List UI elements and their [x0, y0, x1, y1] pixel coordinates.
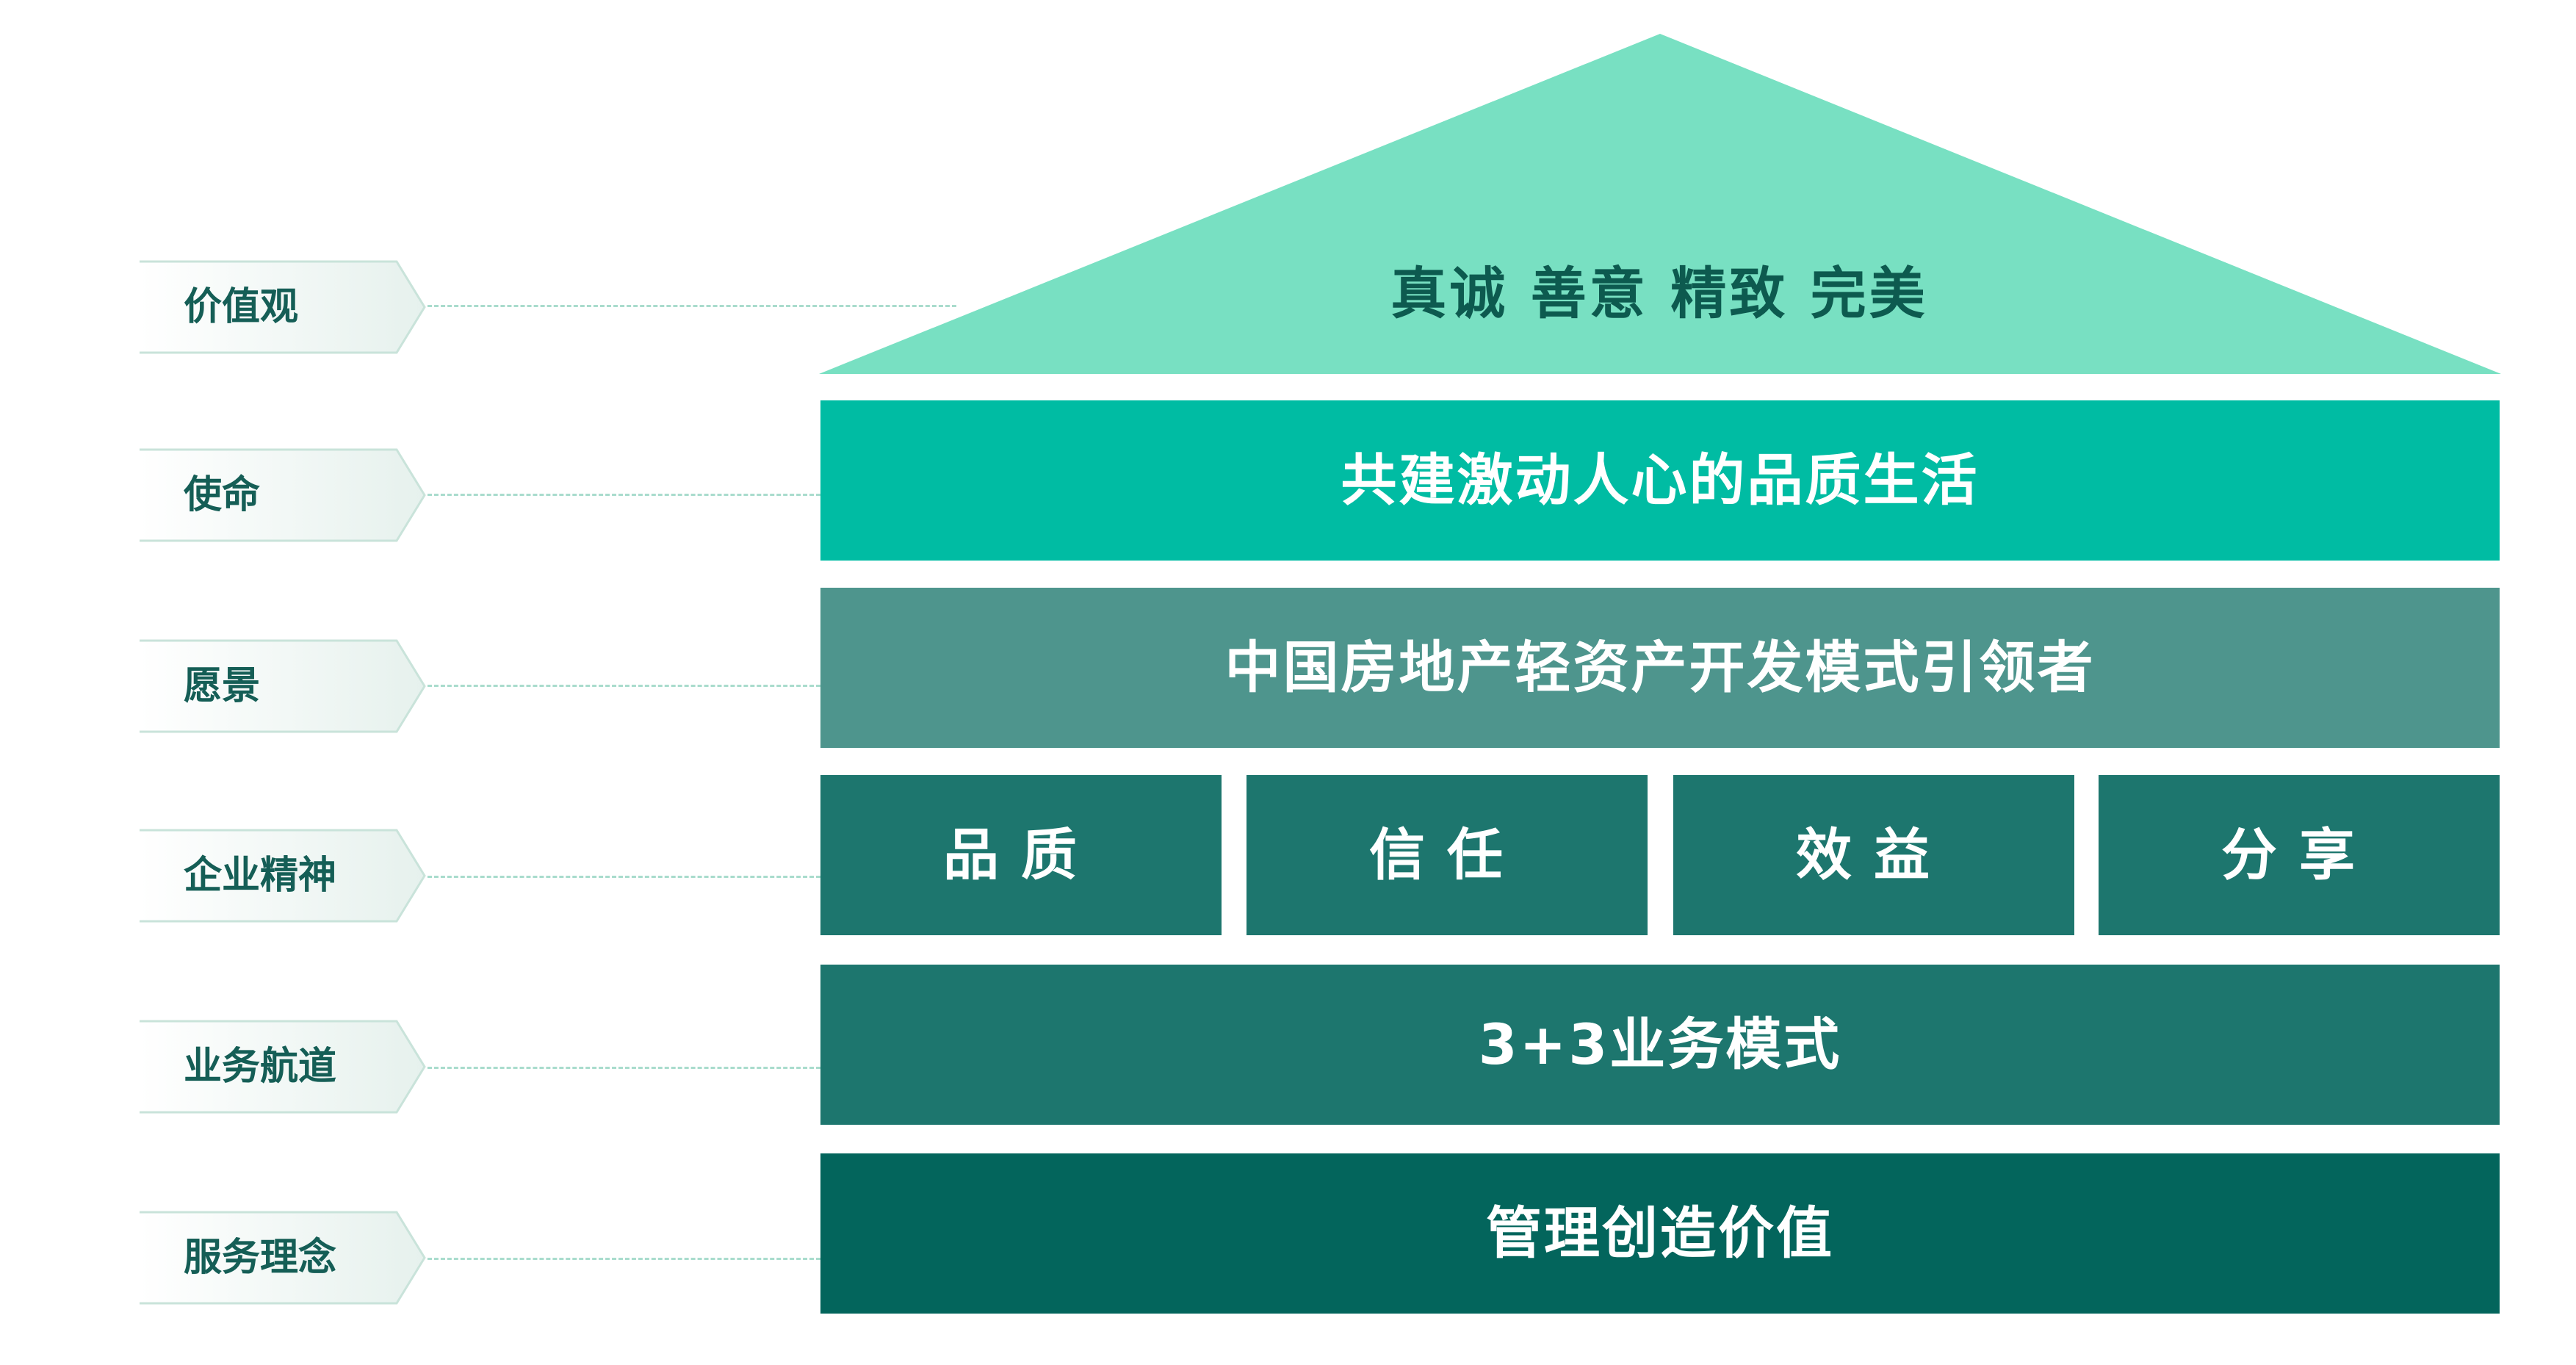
label-text: 使命 — [184, 473, 261, 517]
label-text: 愿景 — [184, 664, 261, 708]
label-text: 企业精神 — [184, 854, 337, 898]
label-text: 服务理念 — [184, 1236, 337, 1280]
connector-line — [427, 494, 820, 496]
label-tag-shape — [140, 1020, 426, 1114]
mission-bar: 共建激动人心的品质生活 — [820, 400, 2500, 561]
label-tag-shape — [140, 1211, 426, 1305]
label-text: 业务航道 — [184, 1045, 337, 1089]
label-service: 服务理念 — [140, 1211, 426, 1305]
label-vision: 愿景 — [140, 639, 426, 733]
connector-line — [427, 1067, 820, 1069]
roof-values-text: 真诚 善意 精致 完美 — [1390, 261, 1928, 326]
service-bar: 管理创造价值 — [820, 1153, 2500, 1314]
label-spirit: 企业精神 — [140, 829, 426, 923]
label-tag-shape — [140, 448, 426, 542]
pillar-trust: 信任 — [1246, 775, 1648, 935]
connector-line — [427, 685, 820, 687]
pillar-benefit: 效益 — [1673, 775, 2074, 935]
business-bar: 3+3业务模式 — [820, 965, 2500, 1125]
pillar-share: 分享 — [2099, 775, 2500, 935]
pillar-quality: 品质 — [820, 775, 1222, 935]
roof-triangle — [819, 34, 2501, 374]
vision-bar: 中国房地产轻资产开发模式引领者 — [820, 588, 2500, 748]
label-values: 价值观 — [140, 260, 426, 354]
label-tag-shape — [140, 260, 426, 354]
connector-line — [427, 1258, 820, 1260]
label-tag-shape — [140, 639, 426, 733]
label-mission: 使命 — [140, 448, 426, 542]
label-tag-shape — [140, 829, 426, 923]
connector-line — [427, 876, 820, 878]
label-text: 价值观 — [184, 285, 299, 329]
connector-line — [427, 305, 956, 307]
label-business: 业务航道 — [140, 1020, 426, 1114]
